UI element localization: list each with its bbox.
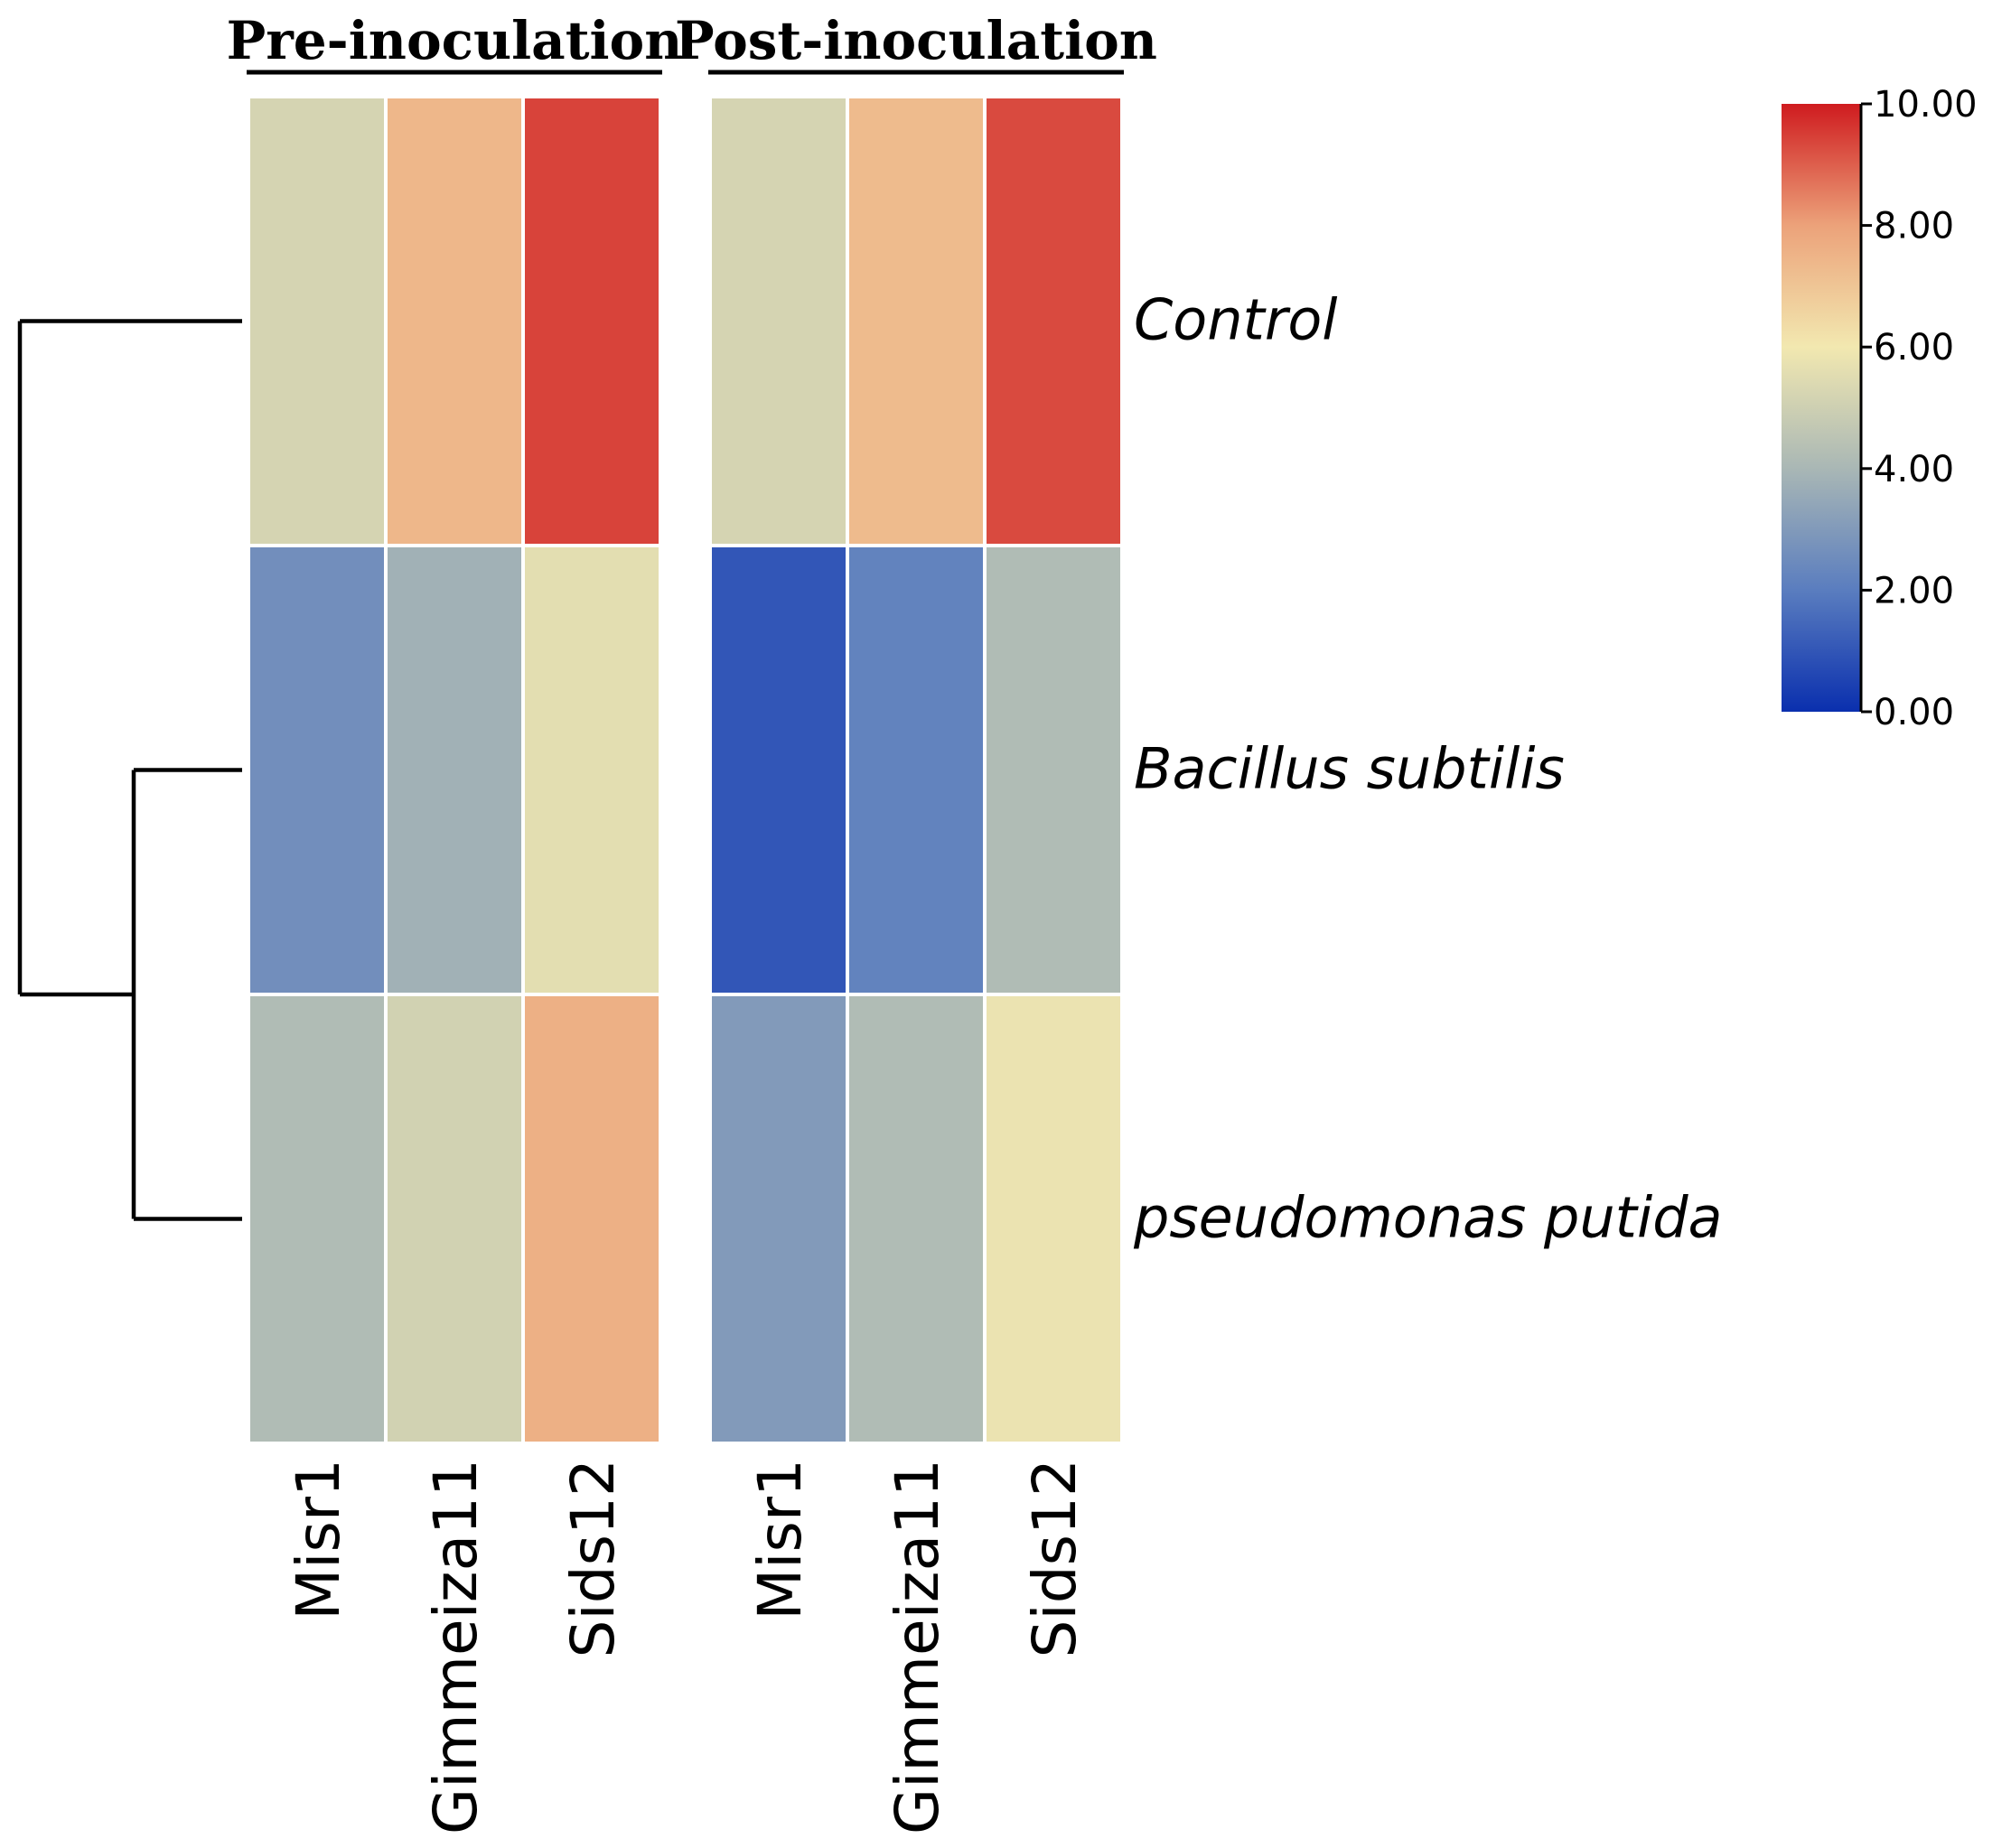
color-scale-tick-label: 10.00 (1874, 84, 1978, 126)
heatmap-cell-pre-inoculation-control-misr1 (247, 95, 388, 547)
heatmap-cell-pre-inoculation-control-sids12 (521, 95, 662, 547)
color-scale-tick-label: 8.00 (1874, 206, 1954, 247)
row-label-control: Control (1134, 287, 1337, 353)
heatmap-cell-pre-inoculation-pseudomonas-putida-gimmeiza11 (384, 993, 525, 1445)
heatmap-cell-pre-inoculation-pseudomonas-putida-misr1 (247, 993, 388, 1445)
row-label-pseudomonas-putida: pseudomonas putida (1133, 1185, 1723, 1251)
column-label-post-inoculation-gimmeiza11: Gimmeiza11 (883, 1459, 952, 1834)
heatmap-cell-post-inoculation-pseudomonas-putida-sids12 (983, 993, 1124, 1445)
heatmap-cell-post-inoculation-control-misr1 (708, 95, 849, 547)
color-scale-tick-label: 2.00 (1874, 570, 1954, 611)
column-labels: Misr1 Gimmeiza11 Sids12 Misr1 Gimmeiza11 Sids… (284, 1459, 1090, 1834)
column-label-pre-inoculation-sids12: Sids12 (558, 1459, 628, 1658)
heatmap-cell-post-inoculation-control-sids12 (983, 95, 1124, 547)
column-label-post-inoculation-misr1: Misr1 (745, 1459, 815, 1620)
color-scale-bar (1782, 104, 1861, 712)
color-scale-tick-label: 0.00 (1874, 692, 1954, 733)
dendrogram (17, 319, 242, 1221)
heatmap-cell-post-inoculation-control-gimmeiza11 (846, 95, 987, 547)
color-scale-tick-label: 4.00 (1874, 449, 1954, 490)
group-title-pre-inoculation: Pre-inoculation (227, 10, 683, 71)
row-label-bacillus-subtilis: Bacillus subtilis (1134, 736, 1565, 802)
heatmap-cell-post-inoculation-bacillus-subtilis-misr1 (708, 544, 849, 996)
heatmap-cell-pre-inoculation-bacillus-subtilis-misr1 (247, 544, 388, 996)
column-label-pre-inoculation-misr1: Misr1 (284, 1459, 353, 1620)
color-scale-tick-label: 6.00 (1874, 327, 1954, 369)
heatmap-cell-pre-inoculation-bacillus-subtilis-gimmeiza11 (384, 544, 525, 996)
heatmap-cell-pre-inoculation-control-gimmeiza11 (384, 95, 525, 547)
heatmap-cell-post-inoculation-pseudomonas-putida-gimmeiza11 (846, 993, 987, 1445)
heatmap-cell-pre-inoculation-bacillus-subtilis-sids12 (521, 544, 662, 996)
heatmap-cell-post-inoculation-bacillus-subtilis-sids12 (983, 544, 1124, 996)
heatmap-cell-pre-inoculation-pseudomonas-putida-sids12 (521, 993, 662, 1445)
heatmap-cell-post-inoculation-bacillus-subtilis-gimmeiza11 (846, 544, 987, 996)
heatmap-cell-post-inoculation-pseudomonas-putida-misr1 (708, 993, 849, 1445)
color-scale: 10.00 8.00 6.00 4.00 2.00 0.00 (1782, 84, 1978, 733)
column-label-pre-inoculation-gimmeiza11: Gimmeiza11 (421, 1459, 491, 1834)
group-title-post-inoculation: Post-inoculation (675, 10, 1157, 71)
column-label-post-inoculation-sids12: Sids12 (1020, 1459, 1090, 1658)
heatmap-cells (247, 95, 1124, 1445)
